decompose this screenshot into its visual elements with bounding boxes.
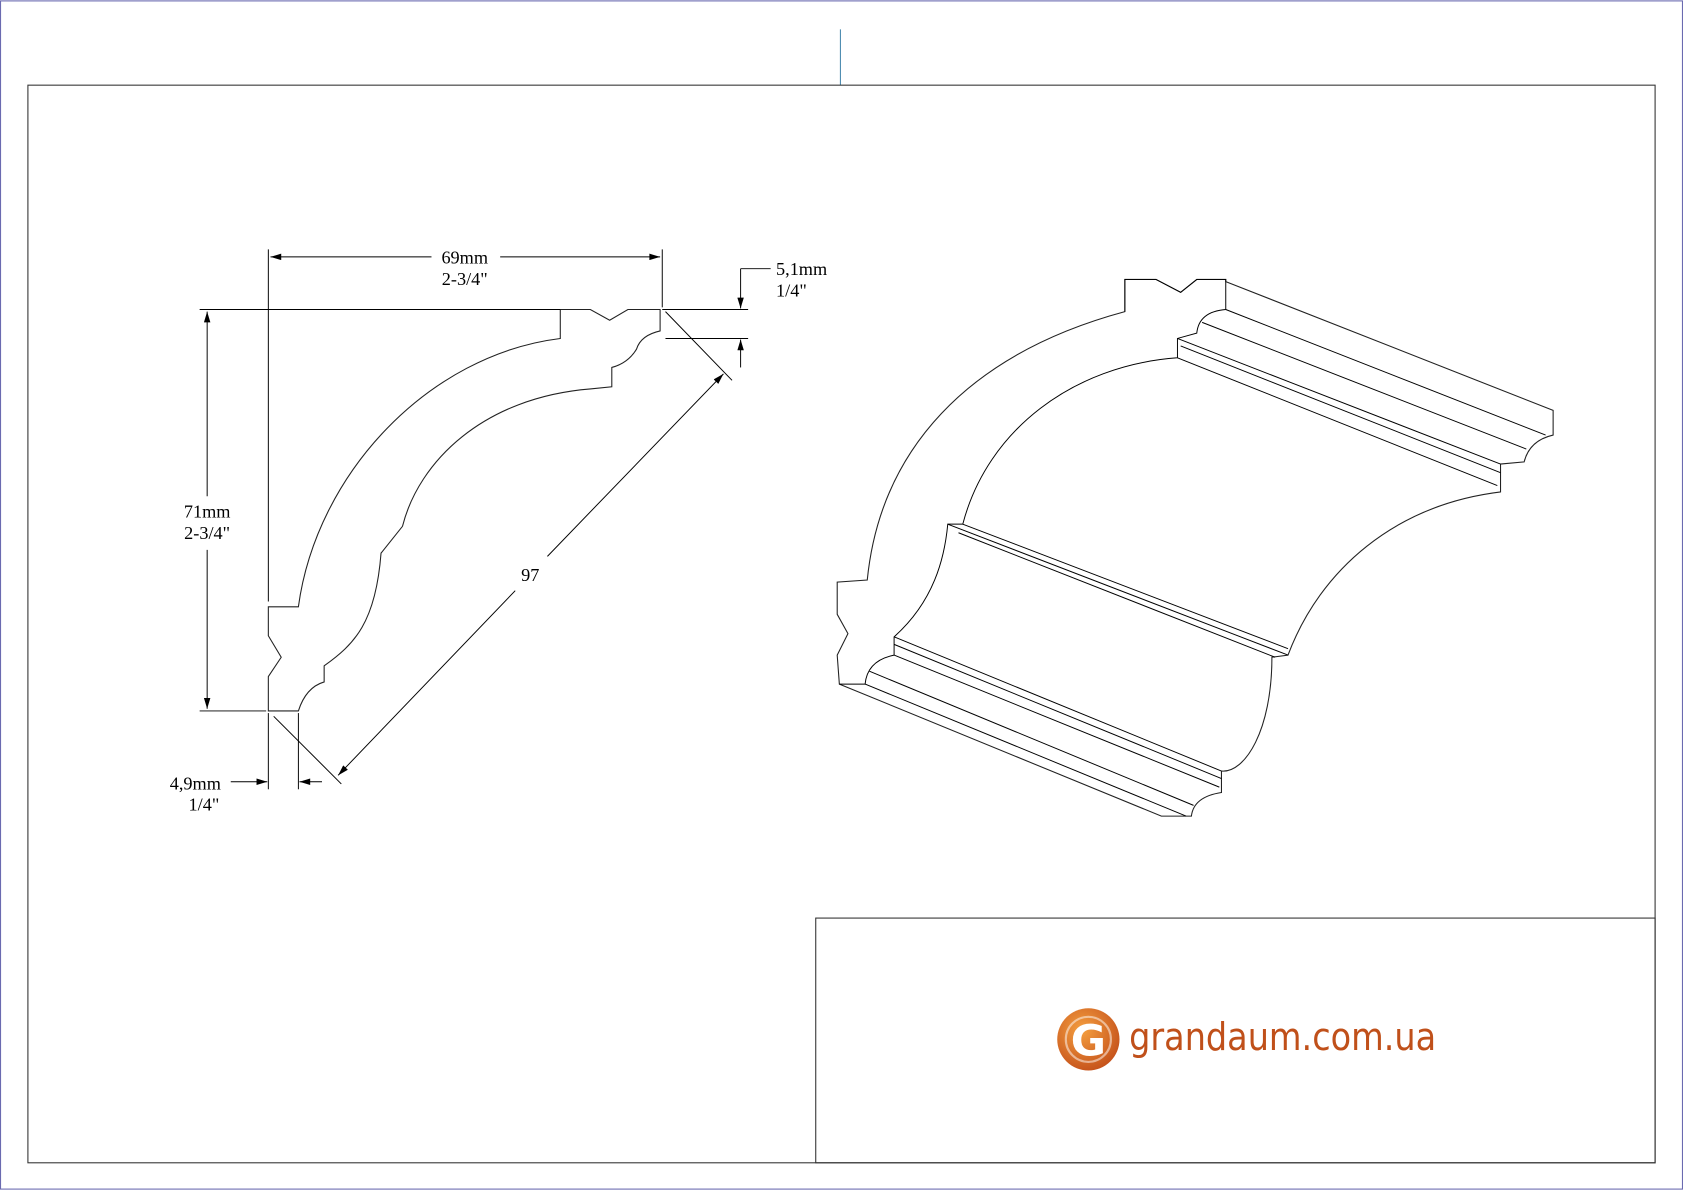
width-mm-label: 69mm (441, 247, 488, 267)
dimension-width: 69mm 2-3/4" (267, 247, 663, 602)
dimension-diagonal: 97 (273, 311, 733, 785)
bottom-offset-mm-label: 4,9mm (170, 773, 221, 793)
website-link[interactable]: grandaum.com.ua (1129, 1015, 1436, 1060)
bottom-offset-inch-label: 1/4" (189, 795, 220, 815)
height-inch-label: 2-3/4" (184, 523, 230, 543)
dimension-top-offset: 5,1mm 1/4" (662, 259, 827, 368)
dimension-height: 71mm 2-3/4" (184, 309, 561, 712)
brand-logo[interactable]: G grandaum.com.ua (1057, 1008, 1436, 1071)
logo-letter: G (1071, 1016, 1106, 1066)
dimension-bottom-offset: 4,9mm 1/4" (170, 713, 323, 815)
width-inch-label: 2-3/4" (442, 269, 488, 289)
top-offset-mm-label: 5,1mm (776, 259, 827, 279)
molding-3d-view (836, 278, 1554, 817)
top-offset-inch-label: 1/4" (776, 281, 807, 301)
height-mm-label: 71mm (184, 502, 231, 522)
profile-section (267, 308, 661, 712)
diagonal-label: 97 (521, 565, 539, 585)
title-block (815, 917, 1656, 1164)
